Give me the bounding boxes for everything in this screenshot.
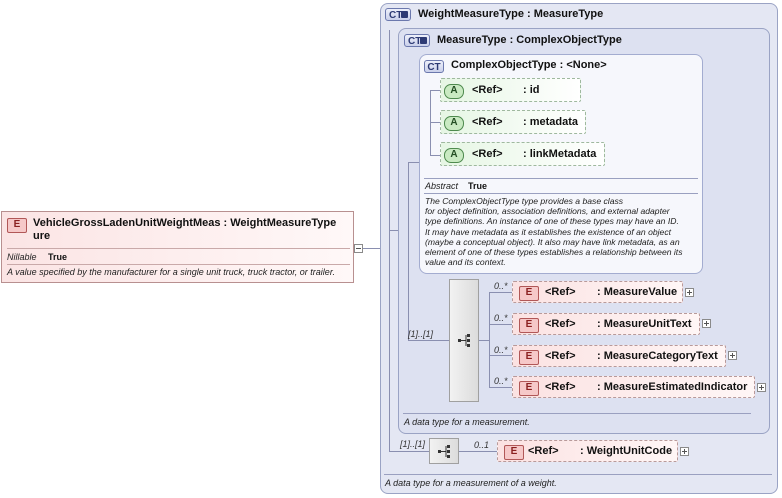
attribute-ref: <Ref>	[472, 84, 503, 96]
element-ref: <Ref>	[528, 445, 559, 457]
ct-badge-icon: CT	[404, 34, 430, 47]
abstract-value: True	[468, 181, 488, 191]
element-ref: <Ref>	[545, 286, 576, 298]
expand-toggle[interactable]	[757, 383, 766, 392]
sequence-multiplicity: [1]..[1]	[400, 439, 426, 449]
attribute-link-metadata[interactable]: A <Ref> : linkMetadata	[440, 142, 605, 166]
connector	[430, 90, 431, 156]
complex-object-type-doc: The ComplexObjectType type provides a ba…	[425, 196, 683, 268]
attribute-badge: A	[444, 148, 464, 163]
abstract-label: Abstract	[425, 181, 459, 191]
connector	[430, 155, 440, 156]
attribute-ref: <Ref>	[472, 116, 503, 128]
element-badge: E	[7, 218, 27, 233]
connector	[489, 324, 512, 325]
attribute-name: : linkMetadata	[523, 148, 597, 160]
element-name: : WeightUnitCode	[580, 445, 673, 457]
measure-type-doc: A data type for a measurement.	[404, 417, 530, 427]
connector	[389, 451, 429, 452]
connector	[489, 292, 490, 387]
expand-toggle[interactable]	[680, 447, 689, 456]
element-multiplicity: 0..*	[494, 281, 508, 291]
attribute-name: : metadata	[523, 116, 579, 128]
element-ref: <Ref>	[545, 350, 576, 362]
connector	[479, 340, 489, 341]
connector	[408, 162, 409, 340]
element-name: : MeasureValue	[597, 286, 678, 298]
collapse-toggle[interactable]	[354, 244, 363, 253]
element-measure-category-text[interactable]: E <Ref> : MeasureCategoryText	[512, 345, 726, 367]
attribute-badge: A	[444, 84, 464, 99]
element-name: : MeasureCategoryText	[597, 350, 718, 362]
element-ref: <Ref>	[545, 381, 576, 393]
divider	[7, 264, 350, 265]
complex-object-type-title: ComplexObjectType : <None>	[451, 59, 607, 71]
element-name: : MeasureUnitText	[597, 318, 692, 330]
element-weight-unit-code[interactable]: E <Ref> : WeightUnitCode	[497, 440, 678, 462]
divider	[384, 474, 772, 475]
attribute-badge: A	[444, 116, 464, 131]
attribute-id[interactable]: A <Ref> : id	[440, 78, 581, 102]
sequence-icon	[438, 445, 450, 458]
element-measure-unit-text[interactable]: E <Ref> : MeasureUnitText	[512, 313, 700, 335]
connector	[408, 340, 449, 341]
attribute-ref: <Ref>	[472, 148, 503, 160]
sequence-compositor[interactable]	[449, 279, 479, 402]
connector	[459, 451, 497, 452]
connector	[408, 162, 419, 163]
root-element-name: VehicleGrossLadenUnitWeightMeas : Weight…	[33, 217, 337, 242]
element-measure-value[interactable]: E <Ref> : MeasureValue	[512, 281, 683, 303]
connector	[430, 122, 440, 123]
element-badge: E	[519, 286, 539, 301]
attribute-metadata[interactable]: A <Ref> : metadata	[440, 110, 586, 134]
element-name: : MeasureEstimatedIndicator	[597, 381, 748, 393]
divider	[424, 193, 698, 194]
expand-toggle[interactable]	[702, 319, 711, 328]
element-measure-estimated-indicator[interactable]: E <Ref> : MeasureEstimatedIndicator	[512, 376, 755, 398]
ct-badge-icon: CT	[385, 8, 411, 21]
element-multiplicity: 0..*	[494, 376, 508, 386]
element-ref: <Ref>	[545, 318, 576, 330]
element-multiplicity: 0..*	[494, 345, 508, 355]
divider	[424, 178, 698, 179]
connector	[489, 387, 512, 388]
divider	[403, 413, 751, 414]
root-element-box[interactable]: E VehicleGrossLadenUnitWeightMeas : Weig…	[1, 211, 354, 283]
weight-measure-type-doc: A data type for a measurement of a weigh…	[385, 478, 557, 488]
expand-toggle[interactable]	[728, 351, 737, 360]
weight-measure-type-title: WeightMeasureType : MeasureType	[418, 8, 604, 20]
element-badge: E	[519, 318, 539, 333]
root-element-doc: A value specified by the manufacturer fo…	[7, 267, 335, 277]
connector	[489, 355, 512, 356]
measure-type-title: MeasureType : ComplexObjectType	[437, 34, 622, 46]
sequence-icon	[458, 334, 470, 347]
connector	[389, 230, 398, 231]
element-multiplicity: 0..*	[494, 313, 508, 323]
nillable-value: True	[48, 252, 68, 262]
connector	[489, 292, 512, 293]
connector	[389, 30, 390, 452]
sequence-multiplicity: [1]..[1]	[408, 329, 434, 339]
ct-badge-icon: CT	[424, 60, 444, 73]
nillable-label: Nillable	[7, 252, 37, 262]
expand-toggle[interactable]	[685, 288, 694, 297]
connector	[363, 248, 380, 249]
attribute-name: : id	[523, 84, 540, 96]
element-badge: E	[519, 381, 539, 396]
element-badge: E	[519, 350, 539, 365]
sequence-compositor[interactable]	[429, 438, 459, 464]
element-badge: E	[504, 445, 524, 460]
connector	[430, 90, 440, 91]
divider	[7, 248, 350, 249]
element-multiplicity: 0..1	[474, 440, 490, 450]
